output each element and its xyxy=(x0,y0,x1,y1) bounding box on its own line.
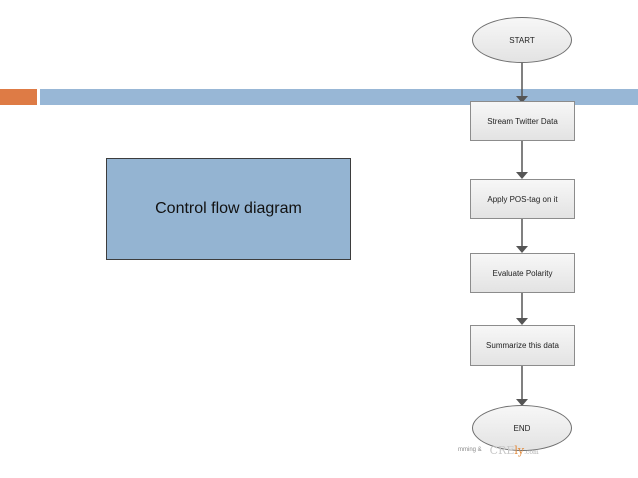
header-accent-bar xyxy=(0,89,37,105)
arrowhead-end xyxy=(516,399,528,406)
watermark-logo-tld: .com xyxy=(524,448,539,456)
watermark-logo: CREly.com xyxy=(490,444,539,457)
title-box: Control flow diagram xyxy=(106,158,351,260)
flow-node-end: END xyxy=(472,405,572,451)
flow-node-pos-label: Apply POS-tag on it xyxy=(487,194,558,204)
flow-node-end-label: END xyxy=(513,423,531,433)
watermark-logo-main: CRE xyxy=(489,443,515,457)
flow-node-start-label: START xyxy=(509,35,535,45)
watermark-text: mming & xyxy=(458,447,482,453)
flow-node-summarize-label: Summarize this data xyxy=(486,341,559,350)
flow-node-stream-label: Stream Twitter Data xyxy=(487,116,558,126)
flow-node-polarity-label: Evaluate Polarity xyxy=(492,268,553,278)
arrowhead-stream xyxy=(516,96,528,103)
flow-node-polarity: Evaluate Polarity xyxy=(470,253,575,293)
watermark-logo-accent: ly xyxy=(514,443,525,457)
flow-node-stream: Stream Twitter Data xyxy=(470,101,575,141)
flow-node-pos: Apply POS-tag on it xyxy=(470,179,575,219)
arrowhead-polarity xyxy=(516,246,528,253)
flow-node-summarize: Summarize this data xyxy=(470,325,575,366)
arrowhead-summarize xyxy=(516,318,528,325)
watermark: mming & CREly.com xyxy=(458,443,539,457)
arrowhead-pos xyxy=(516,172,528,179)
flow-node-start: START xyxy=(472,17,572,63)
slide-title: Control flow diagram xyxy=(155,200,302,217)
